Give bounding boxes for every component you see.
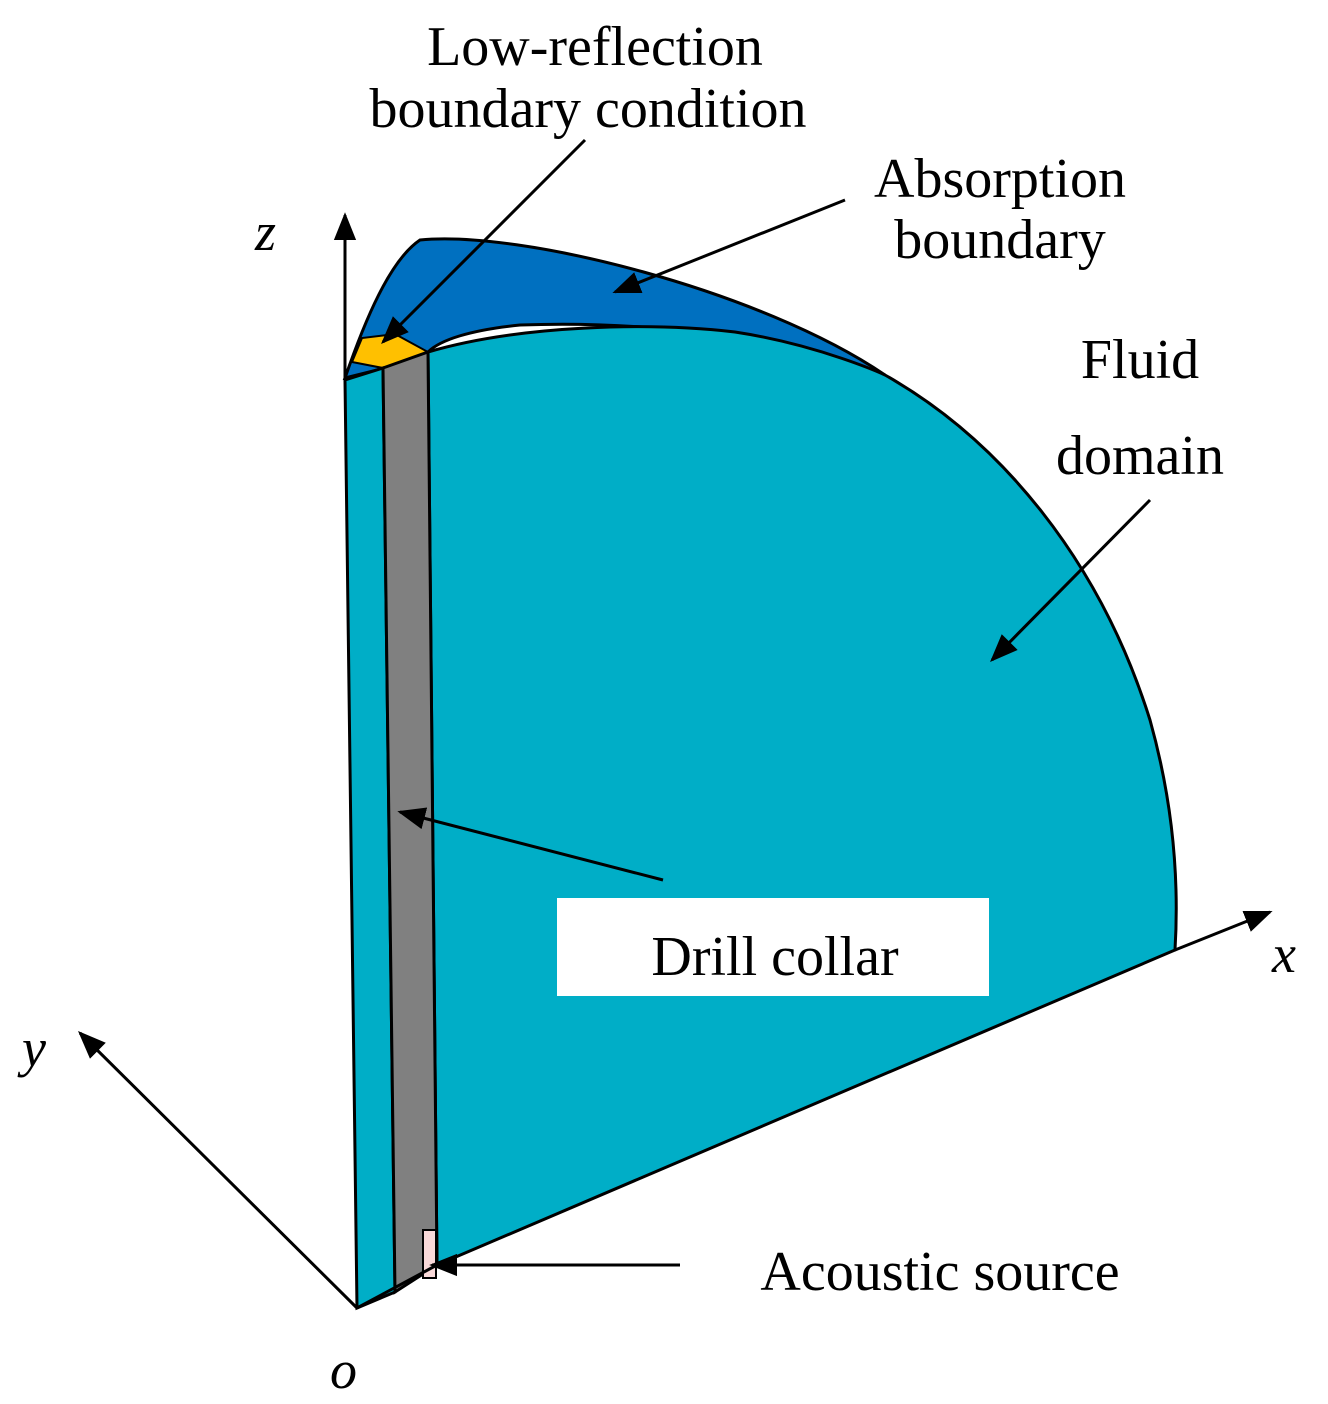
fluid-domain-arrow [990, 498, 1152, 662]
absorption-arrow [612, 198, 846, 294]
low-reflection-arrow [381, 138, 587, 344]
low-reflection-boundary-region [350, 332, 431, 370]
absorption-label-line1: Absorption [874, 148, 1126, 210]
low-reflection-label-line2: boundary condition [369, 78, 806, 140]
absorption-boundary-region [342, 237, 886, 381]
fluid-domain-region [426, 325, 1178, 1268]
bottom-edge [356, 1263, 438, 1310]
acoustic-source-label: Acoustic source [760, 1241, 1119, 1303]
x-axis [1174, 910, 1273, 952]
fluid-domain-label-line2: domain [1056, 425, 1224, 487]
low-reflection-label-line1: Low-reflection [427, 16, 763, 78]
z-axis-label: z [254, 202, 276, 262]
drill-collar-label: Drill collar [651, 926, 899, 988]
drill-collar-label-box [557, 898, 989, 996]
absorption-label-line2: boundary [894, 209, 1106, 271]
drill-collar-arrow [397, 807, 664, 882]
fluid-domain-label-line1: Fluid [1081, 329, 1199, 391]
x-axis-label: x [1271, 924, 1296, 984]
y-axis [78, 1031, 359, 1310]
y-axis-label: y [17, 1018, 46, 1078]
origin-label: o [330, 1340, 357, 1400]
